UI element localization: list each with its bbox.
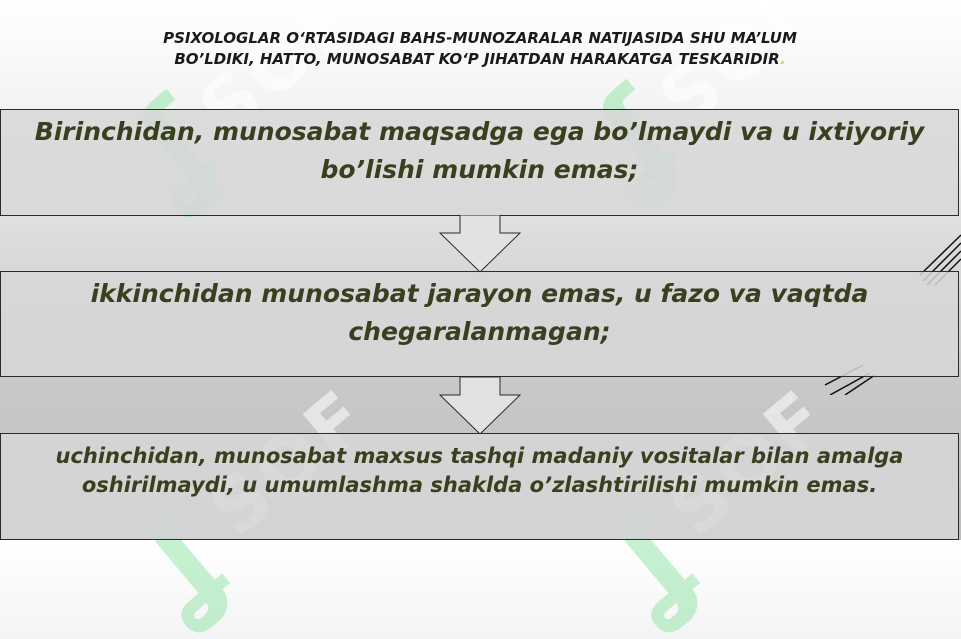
title-end-mark: . <box>779 50 786 68</box>
slide: ʆ SOF ʆ SOF ʆ SOF ʆ SOF PSIXOLOGLAR O‘RT… <box>0 28 961 639</box>
down-arrow-icon <box>438 377 522 435</box>
point-box-2: ikkinchidan munosabat jarayon emas, u fa… <box>0 271 959 377</box>
title-line-2-text: BO’LDIKI, HATTO, MUNOSABAT KO‘P JIHATDAN… <box>174 50 780 68</box>
point-text-1: Birinchidan, munosabat maqsadga ega bo’l… <box>34 117 925 184</box>
slide-title: PSIXOLOGLAR O‘RTASIDAGI BAHS-MUNOZARALAR… <box>80 28 880 70</box>
down-arrow-icon <box>438 215 522 273</box>
point-box-3: uchinchidan, munosabat maxsus tashqi mad… <box>0 433 959 540</box>
point-box-1: Birinchidan, munosabat maqsadga ega bo’l… <box>0 109 959 216</box>
point-text-2: ikkinchidan munosabat jarayon emas, u fa… <box>90 279 869 346</box>
title-line-1: PSIXOLOGLAR O‘RTASIDAGI BAHS-MUNOZARALAR… <box>163 29 797 47</box>
title-line-2: BO’LDIKI, HATTO, MUNOSABAT KO‘P JIHATDAN… <box>80 49 880 70</box>
point-text-3: uchinchidan, munosabat maxsus tashqi mad… <box>55 444 904 497</box>
